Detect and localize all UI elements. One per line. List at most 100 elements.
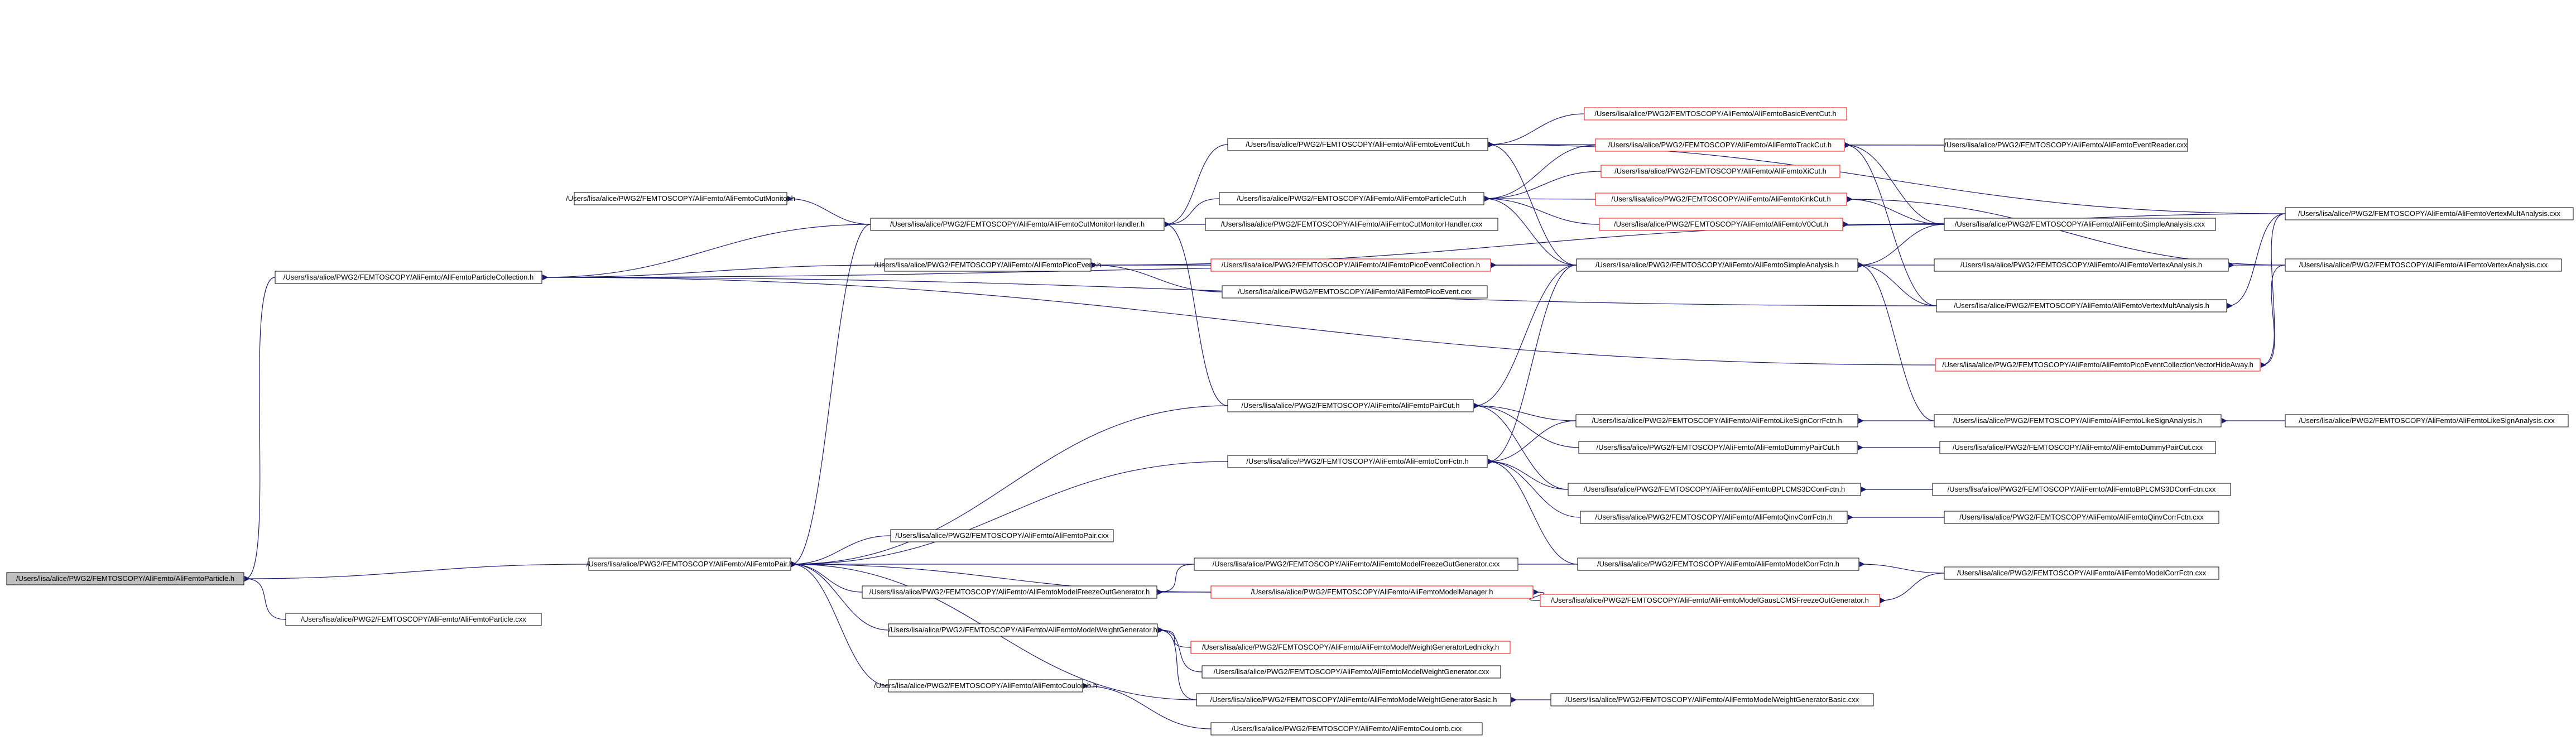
- file-node[interactable]: /Users/lisa/alice/PWG2/FEMTOSCOPY/AliFem…: [1210, 258, 1491, 272]
- file-node[interactable]: /Users/lisa/alice/PWG2/FEMTOSCOPY/AliFem…: [1939, 441, 2216, 454]
- file-node-label: /Users/lisa/alice/PWG2/FEMTOSCOPY/AliFem…: [1232, 724, 1462, 733]
- file-node-label: /Users/lisa/alice/PWG2/FEMTOSCOPY/AliFem…: [1596, 443, 1839, 451]
- file-node[interactable]: /Users/lisa/alice/PWG2/FEMTOSCOPY/AliFem…: [566, 192, 795, 205]
- file-node-label: /Users/lisa/alice/PWG2/FEMTOSCOPY/AliFem…: [1241, 401, 1459, 410]
- dependency-edge: [244, 575, 286, 620]
- dependency-edge: [1484, 195, 1600, 225]
- file-node[interactable]: /Users/lisa/alice/PWG2/FEMTOSCOPY/AliFem…: [1196, 693, 1511, 706]
- file-node[interactable]: /Users/lisa/alice/PWG2/FEMTOSCOPY/AliFem…: [874, 679, 1097, 693]
- file-node-label: /Users/lisa/alice/PWG2/FEMTOSCOPY/AliFem…: [1213, 560, 1500, 568]
- file-node[interactable]: /Users/lisa/alice/PWG2/FEMTOSCOPY/AliFem…: [1595, 193, 1847, 206]
- file-node[interactable]: /Users/lisa/alice/PWG2/FEMTOSCOPY/AliFem…: [1595, 138, 1845, 152]
- file-node[interactable]: /Users/lisa/alice/PWG2/FEMTOSCOPY/AliFem…: [1190, 641, 1511, 654]
- file-node-label: /Users/lisa/alice/PWG2/FEMTOSCOPY/AliFem…: [1944, 141, 2188, 149]
- dependency-edge: [542, 274, 1936, 366]
- file-node[interactable]: /Users/lisa/alice/PWG2/FEMTOSCOPY/AliFem…: [2285, 414, 2569, 427]
- file-node-box: [1194, 557, 1518, 571]
- file-node-label: /Users/lisa/alice/PWG2/FEMTOSCOPY/AliFem…: [1238, 287, 1472, 296]
- file-node[interactable]: /Users/lisa/alice/PWG2/FEMTOSCOPY/AliFem…: [890, 529, 1114, 542]
- file-node[interactable]: /Users/lisa/alice/PWG2/FEMTOSCOPY/AliFem…: [1578, 441, 1858, 454]
- file-node[interactable]: /Users/lisa/alice/PWG2/FEMTOSCOPY/AliFem…: [874, 258, 1101, 272]
- file-node[interactable]: /Users/lisa/alice/PWG2/FEMTOSCOPY/AliFem…: [1227, 455, 1488, 468]
- file-node-label: /Users/lisa/alice/PWG2/FEMTOSCOPY/AliFem…: [1202, 643, 1499, 651]
- file-node-label: /Users/lisa/alice/PWG2/FEMTOSCOPY/AliFem…: [1948, 485, 2216, 493]
- file-node-label: /Users/lisa/alice/PWG2/FEMTOSCOPY/AliFem…: [895, 531, 1109, 540]
- file-node[interactable]: /Users/lisa/alice/PWG2/FEMTOSCOPY/AliFem…: [1601, 165, 1840, 178]
- file-node[interactable]: /Users/lisa/alice/PWG2/FEMTOSCOPY/AliFem…: [587, 557, 793, 571]
- file-node[interactable]: /Users/lisa/alice/PWG2/FEMTOSCOPY/AliFem…: [1944, 138, 2188, 152]
- file-node-label: /Users/lisa/alice/PWG2/FEMTOSCOPY/AliFem…: [874, 261, 1101, 269]
- file-node[interactable]: /Users/lisa/alice/PWG2/FEMTOSCOPY/AliFem…: [1227, 399, 1474, 412]
- dependency-edge: [1484, 195, 1577, 266]
- file-node-label: /Users/lisa/alice/PWG2/FEMTOSCOPY/AliFem…: [1608, 141, 1832, 149]
- file-node-label: /Users/lisa/alice/PWG2/FEMTOSCOPY/AliFem…: [16, 574, 234, 583]
- file-node-box: [1936, 299, 2227, 313]
- file-node[interactable]: /Users/lisa/alice/PWG2/FEMTOSCOPY/AliFem…: [1934, 258, 2229, 272]
- file-node[interactable]: /Users/lisa/alice/PWG2/FEMTOSCOPY/AliFem…: [1580, 511, 1848, 524]
- dependency-edge: [791, 561, 889, 631]
- dependency-edge: [1164, 198, 1220, 228]
- file-node[interactable]: /Users/lisa/alice/PWG2/FEMTOSCOPY/AliFem…: [1568, 483, 1861, 496]
- dependency-edge: [542, 265, 885, 281]
- file-node[interactable]: /Users/lisa/alice/PWG2/FEMTOSCOPY/AliFem…: [2285, 207, 2574, 220]
- file-node[interactable]: /Users/lisa/alice/PWG2/FEMTOSCOPY/AliFem…: [1584, 107, 1847, 121]
- file-node-box: [1578, 441, 1858, 454]
- file-node[interactable]: /Users/lisa/alice/PWG2/FEMTOSCOPY/AliFem…: [862, 585, 1157, 599]
- file-node-box: [2285, 207, 2574, 220]
- file-node-label: /Users/lisa/alice/PWG2/FEMTOSCOPY/AliFem…: [1214, 667, 1489, 676]
- file-node-label: /Users/lisa/alice/PWG2/FEMTOSCOPY/AliFem…: [566, 194, 795, 203]
- dependency-edge: [542, 224, 871, 281]
- dependency-edge: [1847, 196, 1945, 225]
- file-node-label: /Users/lisa/alice/PWG2/FEMTOSCOPY/AliFem…: [1222, 261, 1481, 269]
- file-node[interactable]: /Users/lisa/alice/PWG2/FEMTOSCOPY/AliFem…: [1575, 414, 1858, 427]
- file-node-box: [1595, 193, 1847, 206]
- dependency-edge: [1157, 627, 1191, 648]
- file-node[interactable]: /Users/lisa/alice/PWG2/FEMTOSCOPY/AliFem…: [1577, 557, 1859, 571]
- file-node[interactable]: /Users/lisa/alice/PWG2/FEMTOSCOPY/AliFem…: [1932, 483, 2231, 496]
- file-node[interactable]: /Users/lisa/alice/PWG2/FEMTOSCOPY/AliFem…: [1210, 722, 1483, 736]
- file-node[interactable]: /Users/lisa/alice/PWG2/FEMTOSCOPY/AliFem…: [1222, 285, 1488, 299]
- file-node[interactable]: /Users/lisa/alice/PWG2/FEMTOSCOPY/AliFem…: [1599, 218, 1843, 231]
- dependency-edge: [1844, 142, 1945, 225]
- file-node[interactable]: /Users/lisa/alice/PWG2/FEMTOSCOPY/AliFem…: [1936, 299, 2227, 313]
- file-node-label: /Users/lisa/alice/PWG2/FEMTOSCOPY/AliFem…: [1237, 194, 1467, 203]
- dependency-edge: [2260, 213, 2286, 368]
- file-node-box: [1196, 693, 1511, 706]
- file-node-box: [1932, 483, 2231, 496]
- file-node[interactable]: /Users/lisa/alice/PWG2/FEMTOSCOPY/AliFem…: [1944, 218, 2216, 231]
- file-node-box: [870, 218, 1165, 231]
- file-node[interactable]: /Users/lisa/alice/PWG2/FEMTOSCOPY/AliFem…: [1576, 258, 1858, 272]
- file-node[interactable]: /Users/lisa/alice/PWG2/FEMTOSCOPY/AliFem…: [1194, 557, 1518, 571]
- file-node[interactable]: /Users/lisa/alice/PWG2/FEMTOSCOPY/AliFem…: [1944, 566, 2219, 580]
- file-node-box: [1584, 107, 1847, 121]
- dependency-edge: [1488, 141, 1577, 266]
- file-node[interactable]: /Users/lisa/alice/PWG2/FEMTOSCOPY/AliFem…: [1202, 665, 1501, 679]
- file-node[interactable]: /Users/lisa/alice/PWG2/FEMTOSCOPY/AliFem…: [1944, 511, 2219, 524]
- file-node[interactable]: /Users/lisa/alice/PWG2/FEMTOSCOPY/AliFem…: [1210, 585, 1534, 599]
- dependency-edge: [1164, 144, 1228, 228]
- file-node-label: /Users/lisa/alice/PWG2/FEMTOSCOPY/AliFem…: [1221, 220, 1483, 228]
- file-node[interactable]: /Users/lisa/alice/PWG2/FEMTOSCOPY/AliFem…: [888, 623, 1158, 637]
- file-node[interactable]: /Users/lisa/alice/PWG2/FEMTOSCOPY/AliFem…: [1219, 192, 1484, 205]
- file-node[interactable]: /Users/lisa/alice/PWG2/FEMTOSCOPY/AliFem…: [1934, 414, 2222, 427]
- file-node[interactable]: /Users/lisa/alice/PWG2/FEMTOSCOPY/AliFem…: [1935, 358, 2261, 372]
- file-node-box: [1219, 192, 1484, 205]
- file-node-box: [1576, 258, 1858, 272]
- file-node[interactable]: /Users/lisa/alice/PWG2/FEMTOSCOPY/AliFem…: [285, 613, 542, 626]
- file-node[interactable]: /Users/lisa/alice/PWG2/FEMTOSCOPY/AliFem…: [1540, 594, 1880, 607]
- file-node-box: [1227, 138, 1488, 151]
- file-node-box: [1190, 641, 1511, 654]
- file-node-label: /Users/lisa/alice/PWG2/FEMTOSCOPY/AliFem…: [1584, 485, 1846, 493]
- file-node-box: [884, 258, 1092, 272]
- file-node[interactable]: /Users/lisa/alice/PWG2/FEMTOSCOPY/AliFem…: [275, 271, 542, 284]
- file-node-box: [1944, 138, 2188, 152]
- file-node[interactable]: /Users/lisa/alice/PWG2/FEMTOSCOPY/AliFem…: [1550, 693, 1874, 706]
- file-node[interactable]: /Users/lisa/alice/PWG2/FEMTOSCOPY/AliFem…: [1205, 218, 1498, 231]
- file-node[interactable]: /Users/lisa/alice/PWG2/FEMTOSCOPY/AliFem…: [2285, 258, 2562, 272]
- file-node[interactable]: /Users/lisa/alice/PWG2/FEMTOSCOPY/AliFem…: [1227, 138, 1488, 151]
- dependency-edge: [1473, 402, 1577, 421]
- file-node-label: /Users/lisa/alice/PWG2/FEMTOSCOPY/AliFem…: [1960, 261, 2202, 269]
- dependency-edge: [791, 224, 871, 568]
- file-node-box: [888, 679, 1083, 693]
- file-node[interactable]: /Users/lisa/alice/PWG2/FEMTOSCOPY/AliFem…: [870, 218, 1165, 231]
